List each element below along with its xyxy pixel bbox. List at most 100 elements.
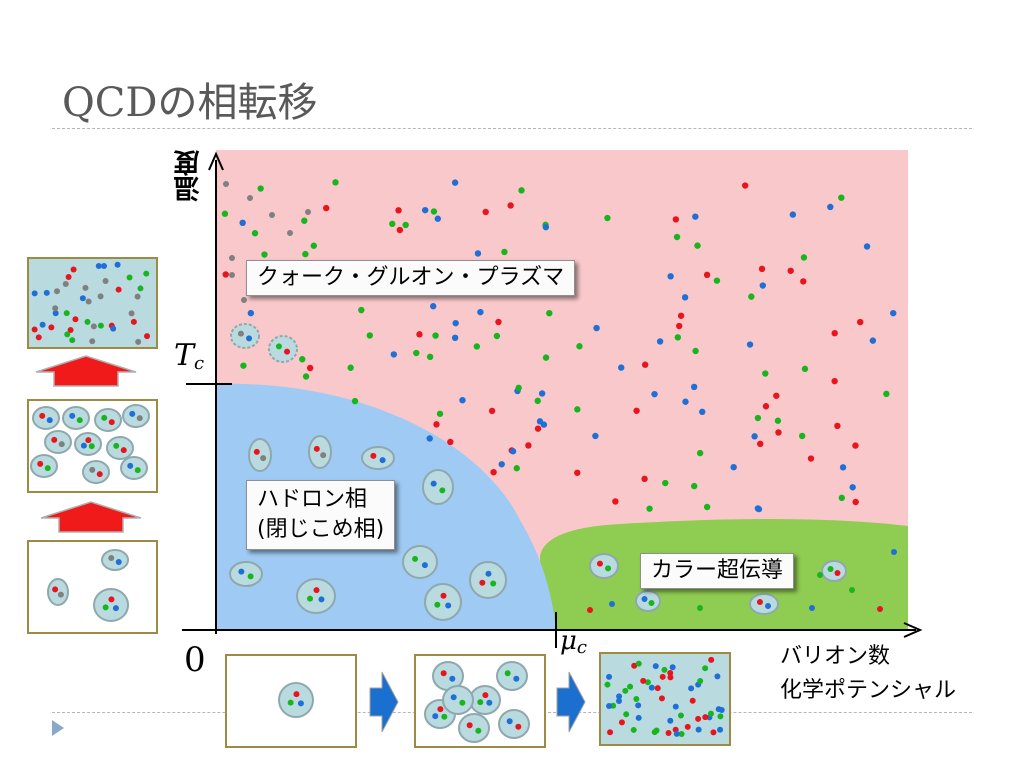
bottom-panel-dense-hadrons xyxy=(414,654,546,748)
quark-dot xyxy=(654,685,661,692)
page-title: QCDの相転移 xyxy=(62,80,318,126)
quark-dot xyxy=(287,699,294,706)
quark-dot xyxy=(307,595,314,602)
quark-dot xyxy=(627,683,634,690)
quark-dot xyxy=(515,723,522,730)
bubble-outline xyxy=(94,408,122,432)
quark-dot xyxy=(430,480,437,487)
play-triangle-icon[interactable] xyxy=(52,720,64,736)
hadron-bubble xyxy=(47,578,69,606)
hadron-bubble xyxy=(589,553,619,579)
hadron-bubble xyxy=(821,560,847,582)
red-up-arrow xyxy=(40,501,142,533)
quark-dot xyxy=(774,417,782,424)
quark-dot xyxy=(616,693,623,700)
quark-dot xyxy=(665,729,672,736)
bubble-outline xyxy=(308,435,332,469)
bubble-outline xyxy=(635,590,661,612)
quark-dot xyxy=(441,713,448,720)
quark-dot xyxy=(607,729,614,736)
quark-dot xyxy=(115,558,122,565)
muc-symbol: μ xyxy=(560,626,577,656)
quark-dot xyxy=(641,475,648,483)
quark-dot xyxy=(509,448,517,455)
hadron-bubble xyxy=(44,430,72,454)
quark-dot xyxy=(612,498,619,505)
hadron-bubble xyxy=(229,561,263,587)
bubble-outline xyxy=(47,578,69,606)
hadron-bubble xyxy=(74,432,102,456)
quark-dot xyxy=(754,414,762,422)
quark-dot xyxy=(88,443,95,450)
quark-dot xyxy=(635,702,642,709)
panel-frame xyxy=(27,540,158,634)
quark-dot xyxy=(787,267,794,274)
quark-dot xyxy=(863,243,871,250)
quark-dot xyxy=(800,278,807,285)
quark-dot xyxy=(402,221,409,229)
quark-dot xyxy=(64,331,71,338)
quark-dot xyxy=(640,677,647,684)
quark-dot xyxy=(426,435,433,442)
bubble-outline xyxy=(229,561,263,587)
quark-dot xyxy=(834,569,841,576)
quark-dot xyxy=(128,310,135,317)
side-panel-dense-hadrons xyxy=(27,399,158,493)
quark-dot xyxy=(358,306,365,314)
quark-dot xyxy=(623,711,630,718)
quark-dot xyxy=(120,447,127,454)
bubble-outline xyxy=(469,561,507,599)
bottom-panel-color-sc xyxy=(599,652,731,746)
quark-dot xyxy=(525,442,532,449)
quark-dot xyxy=(351,397,359,405)
quark-dot xyxy=(635,660,642,667)
quark-dot xyxy=(439,487,446,494)
quark-dot xyxy=(416,331,423,338)
quark-dot xyxy=(240,362,247,369)
tc-subscript: c xyxy=(194,353,205,374)
y-axis-label: 温度 xyxy=(174,150,204,202)
quark-dot xyxy=(477,699,484,706)
quark-dot xyxy=(48,324,55,331)
quark-dot xyxy=(615,698,622,705)
quark-dot xyxy=(436,410,444,417)
bubble-outline xyxy=(106,436,134,460)
quark-dot xyxy=(807,455,815,462)
hadron-bubble xyxy=(402,545,438,579)
quark-dot xyxy=(474,250,482,257)
tc-symbol: T xyxy=(174,338,195,373)
quark-dot xyxy=(730,463,737,471)
quark-dot xyxy=(396,226,404,234)
quark-dot xyxy=(501,248,508,256)
quark-dot xyxy=(299,356,306,363)
bubble-outline xyxy=(402,545,438,579)
hadron-bubble xyxy=(30,454,58,478)
quark-dot xyxy=(238,568,245,575)
quark-dot xyxy=(440,592,447,599)
quark-dot xyxy=(451,334,459,342)
hadron-bubble xyxy=(635,590,661,612)
bubble-outline xyxy=(424,583,462,621)
quark-dot xyxy=(72,316,79,323)
quark-dot xyxy=(102,278,109,285)
quark-dot xyxy=(261,251,268,258)
quark-dot xyxy=(84,318,91,325)
quark-dot xyxy=(257,185,264,192)
quark-dot xyxy=(390,351,398,358)
quark-dot xyxy=(534,397,541,405)
quark-dot xyxy=(605,565,612,572)
quark-dot xyxy=(433,421,440,428)
quark-dot xyxy=(269,212,275,218)
quark-dot xyxy=(606,673,613,680)
hadron-bubble xyxy=(432,661,464,691)
bubble-outline xyxy=(496,661,528,691)
quark-dot xyxy=(869,337,877,344)
bubble-outline xyxy=(44,430,72,454)
quark-dot xyxy=(618,364,625,371)
quark-dot xyxy=(136,415,143,422)
quark-dot xyxy=(498,461,505,468)
quark-dot xyxy=(827,203,834,211)
quark-dot xyxy=(587,607,593,613)
quark-dot xyxy=(676,322,683,330)
quark-dot xyxy=(440,670,447,677)
